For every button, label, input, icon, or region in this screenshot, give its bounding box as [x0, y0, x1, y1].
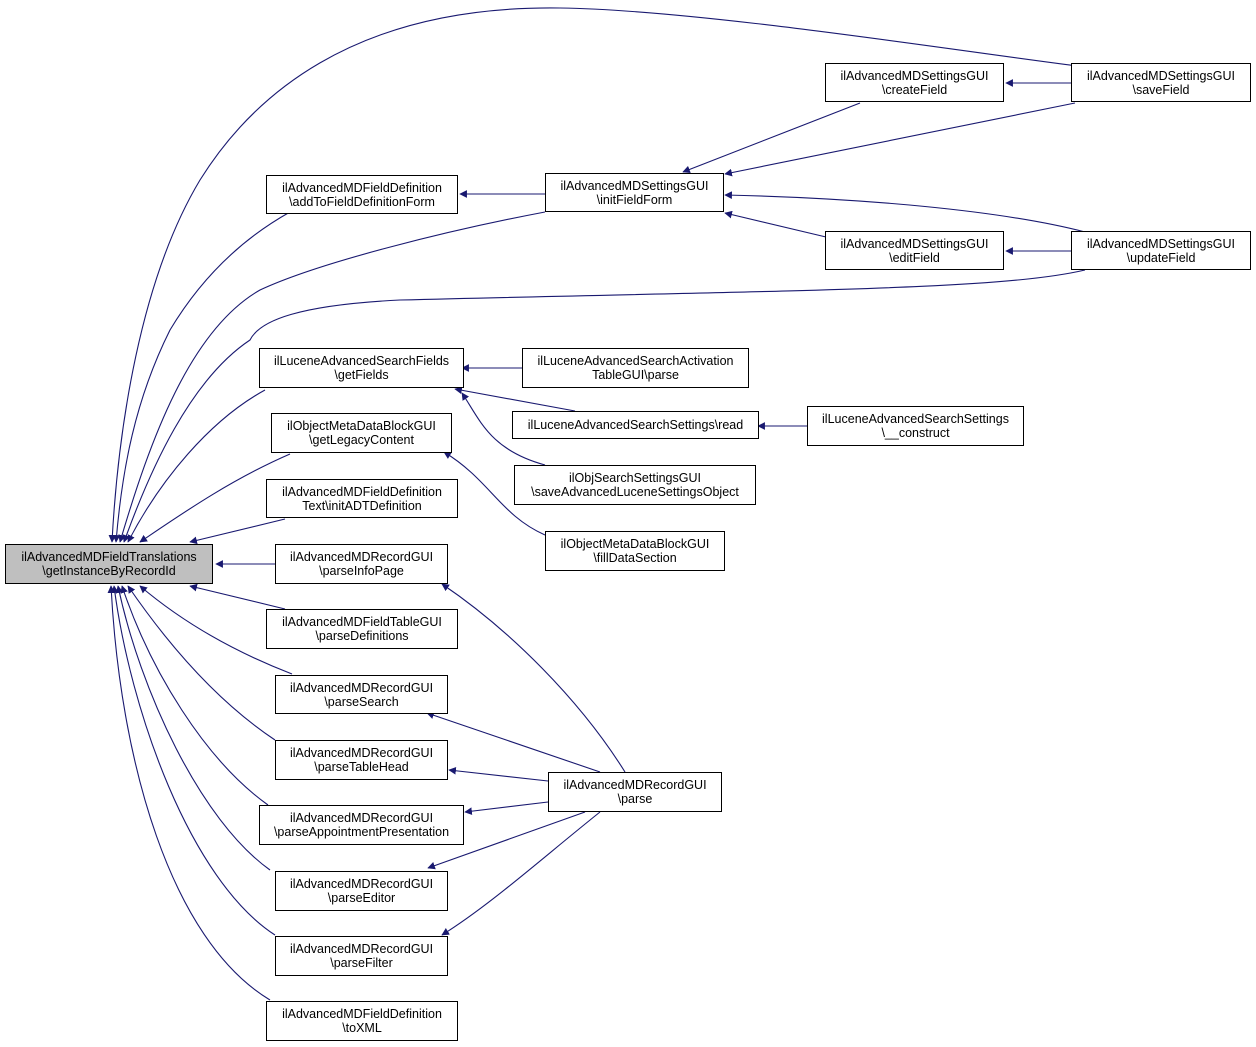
node-label-line2: \parseAppointmentPresentation [273, 825, 450, 839]
edge-read-getfields [454, 386, 576, 412]
node-label-line2: \parseSearch [324, 694, 399, 709]
edge-parse-parseeditor [427, 811, 586, 870]
edge-parsefilter-root [111, 585, 276, 936]
node-label-line1: ilAdvancedMDSettingsGUI [560, 178, 709, 193]
node-getlegacycontent[interactable]: ilObjectMetaDataBlockGUI \getLegacyConte… [271, 413, 452, 453]
node-label-line2: \saveField [1132, 82, 1190, 97]
edge-parse-parsetablehead [448, 766, 549, 782]
node-label-line2: \getLegacyContent [309, 433, 414, 447]
node-label-line1: ilAdvancedMDRecordGUI [563, 778, 707, 792]
node-label-line2: \createField [881, 82, 948, 97]
edge-getfields-root [127, 389, 266, 543]
node-label-line2: Text\initADTDefinition [302, 498, 422, 513]
node-label-line2: \initFieldForm [596, 192, 673, 207]
node-label-line1: ilLuceneAdvancedSearchActivation [537, 354, 734, 368]
edge-legacy-root [139, 453, 291, 543]
node-label-line2: \getInstanceByRecordId [42, 564, 176, 578]
node-parsefilter[interactable]: ilAdvancedMDRecordGUI \parseFilter [275, 936, 448, 976]
node-label-line1: ilAdvancedMDSettingsGUI [840, 68, 989, 83]
node-label-line2: \parseFilter [330, 956, 393, 970]
node-filldatasection[interactable]: ilObjectMetaDataBlockGUI \fillDataSectio… [545, 531, 725, 571]
node-label-line2: \parseDefinitions [315, 629, 409, 643]
node-createfield[interactable]: ilAdvancedMDSettingsGUI \createField [825, 63, 1004, 102]
node-label-line2: \fillDataSection [593, 551, 677, 565]
node-label-line1: ilAdvancedMDSettingsGUI [1087, 68, 1235, 83]
node-label-line1: ilAdvancedMDSettingsGUI [840, 236, 989, 251]
edge-savefield-root [108, 7, 1086, 543]
node-label-line1: ilAdvancedMDFieldTableGUI [282, 615, 442, 629]
edge-parse-parseappt [464, 801, 549, 815]
node-searchsettings-read[interactable]: ilLuceneAdvancedSearchSettings\read [512, 411, 759, 439]
node-label-line1: ilAdvancedMDFieldDefinition [282, 484, 442, 499]
node-label-line1: ilAdvancedMDFieldTranslations [21, 550, 197, 564]
node-label-line2: \editField [889, 250, 940, 265]
node-root-getinstancebyrecordid: ilAdvancedMDFieldTranslations \getInstan… [5, 544, 213, 584]
edge-filldata-legacy [443, 451, 546, 536]
edge-savefield-initfieldform [724, 102, 1076, 177]
node-toxml[interactable]: ilAdvancedMDFieldDefinition \toXML [266, 1001, 458, 1041]
edge-initadt-root [189, 518, 286, 545]
edge-objsearch-getfields [461, 392, 546, 466]
node-label-line1: ilObjectMetaDataBlockGUI [287, 419, 436, 433]
node-getfields[interactable]: ilLuceneAdvancedSearchFields \getFields [259, 348, 464, 388]
node-label-line2: \addToFieldDefinitionForm [289, 194, 435, 209]
node-label-line2: \updateField [1126, 250, 1196, 265]
node-parsesearch[interactable]: ilAdvancedMDRecordGUI \parseSearch [275, 675, 448, 714]
node-label-line2: \parseEditor [327, 891, 396, 905]
node-parsetablehead[interactable]: ilAdvancedMDRecordGUI \parseTableHead [275, 740, 448, 780]
node-label-line1: ilObjectMetaDataBlockGUI [560, 537, 710, 551]
node-saveadvancedlucenesettingsobject[interactable]: ilObjSearchSettingsGUI \saveAdvancedLuce… [514, 465, 756, 505]
node-label-line2: \parseTableHead [314, 760, 409, 774]
node-label-line1: ilAdvancedMDRecordGUI [289, 877, 434, 891]
node-parseeditor[interactable]: ilAdvancedMDRecordGUI \parseEditor [275, 871, 448, 911]
edge-updatefield-initfieldform [724, 191, 1086, 233]
node-activationtablegui-parse[interactable]: ilLuceneAdvancedSearchActivation TableGU… [522, 348, 749, 388]
node-initadtdefinition[interactable]: ilAdvancedMDFieldDefinition Text\initADT… [266, 479, 458, 518]
edge-parsesearch-root [139, 585, 293, 675]
node-savefield[interactable]: ilAdvancedMDSettingsGUI \saveField [1071, 63, 1251, 102]
node-addtofielddefinitionform[interactable]: ilAdvancedMDFieldDefinition \addToFieldD… [266, 175, 458, 214]
node-label-line1: ilAdvancedMDRecordGUI [289, 680, 434, 695]
node-label-line2: TableGUI\parse [592, 368, 679, 382]
node-editfield[interactable]: ilAdvancedMDSettingsGUI \editField [825, 231, 1004, 270]
node-label-line2: \parseInfoPage [319, 564, 404, 578]
node-parsedefinitions[interactable]: ilAdvancedMDFieldTableGUI \parseDefiniti… [266, 609, 458, 649]
node-label-line2: \getFields [334, 368, 389, 382]
edge-parseappt-root [120, 585, 269, 806]
node-label-line1: ilAdvancedMDFieldDefinition [282, 1007, 442, 1021]
node-label-line1: ilAdvancedMDSettingsGUI [1087, 236, 1235, 251]
node-label-line1: ilObjSearchSettingsGUI [568, 471, 701, 485]
node-updatefield[interactable]: ilAdvancedMDSettingsGUI \updateField [1071, 231, 1251, 270]
node-label-line1: ilAdvancedMDRecordGUI [289, 550, 434, 564]
node-label-line1: ilLuceneAdvancedSearchSettings [822, 412, 1009, 426]
edge-editfield-initfieldform [724, 210, 827, 238]
node-label-line2: \parse [617, 792, 653, 806]
node-parseappointmentpresentation[interactable]: ilAdvancedMDRecordGUI \parseAppointmentP… [259, 805, 464, 845]
edge-updatefield-root [122, 269, 1086, 543]
edge-createfield-initfieldform [682, 102, 861, 174]
node-label-line2: \saveAdvancedLuceneSettingsObject [531, 485, 739, 499]
edge-parse-parseinfo [441, 583, 626, 773]
node-label-line1: ilAdvancedMDRecordGUI [289, 811, 434, 825]
node-searchsettings-construct[interactable]: ilLuceneAdvancedSearchSettings \__constr… [807, 406, 1024, 446]
node-label-line1: ilLuceneAdvancedSearchSettings\read [527, 418, 744, 432]
node-label-line2: \toXML [342, 1021, 382, 1035]
node-parse[interactable]: ilAdvancedMDRecordGUI \parse [548, 772, 722, 812]
node-parseinfopage[interactable]: ilAdvancedMDRecordGUI \parseInfoPage [275, 544, 448, 584]
edge-parseeditor-root [115, 585, 271, 871]
edge-parsedefs-root [189, 583, 286, 610]
edge-parsetablehead-root [127, 585, 276, 741]
node-label-line1: ilAdvancedMDFieldDefinition [282, 180, 442, 195]
node-initfieldform[interactable]: ilAdvancedMDSettingsGUI \initFieldForm [545, 173, 724, 212]
node-label-line1: ilAdvancedMDRecordGUI [289, 942, 434, 956]
node-label-line1: ilAdvancedMDRecordGUI [289, 746, 434, 760]
edge-initfieldform-root [118, 211, 546, 543]
edge-parse-parsesearch [426, 711, 601, 773]
node-label-line1: ilLuceneAdvancedSearchFields [273, 354, 450, 368]
edge-parse-parsefilter [441, 811, 601, 936]
node-label-line2: \__construct [881, 426, 950, 440]
edge-addtofdf-root [112, 211, 291, 543]
edge-toxml-root [107, 585, 271, 1001]
